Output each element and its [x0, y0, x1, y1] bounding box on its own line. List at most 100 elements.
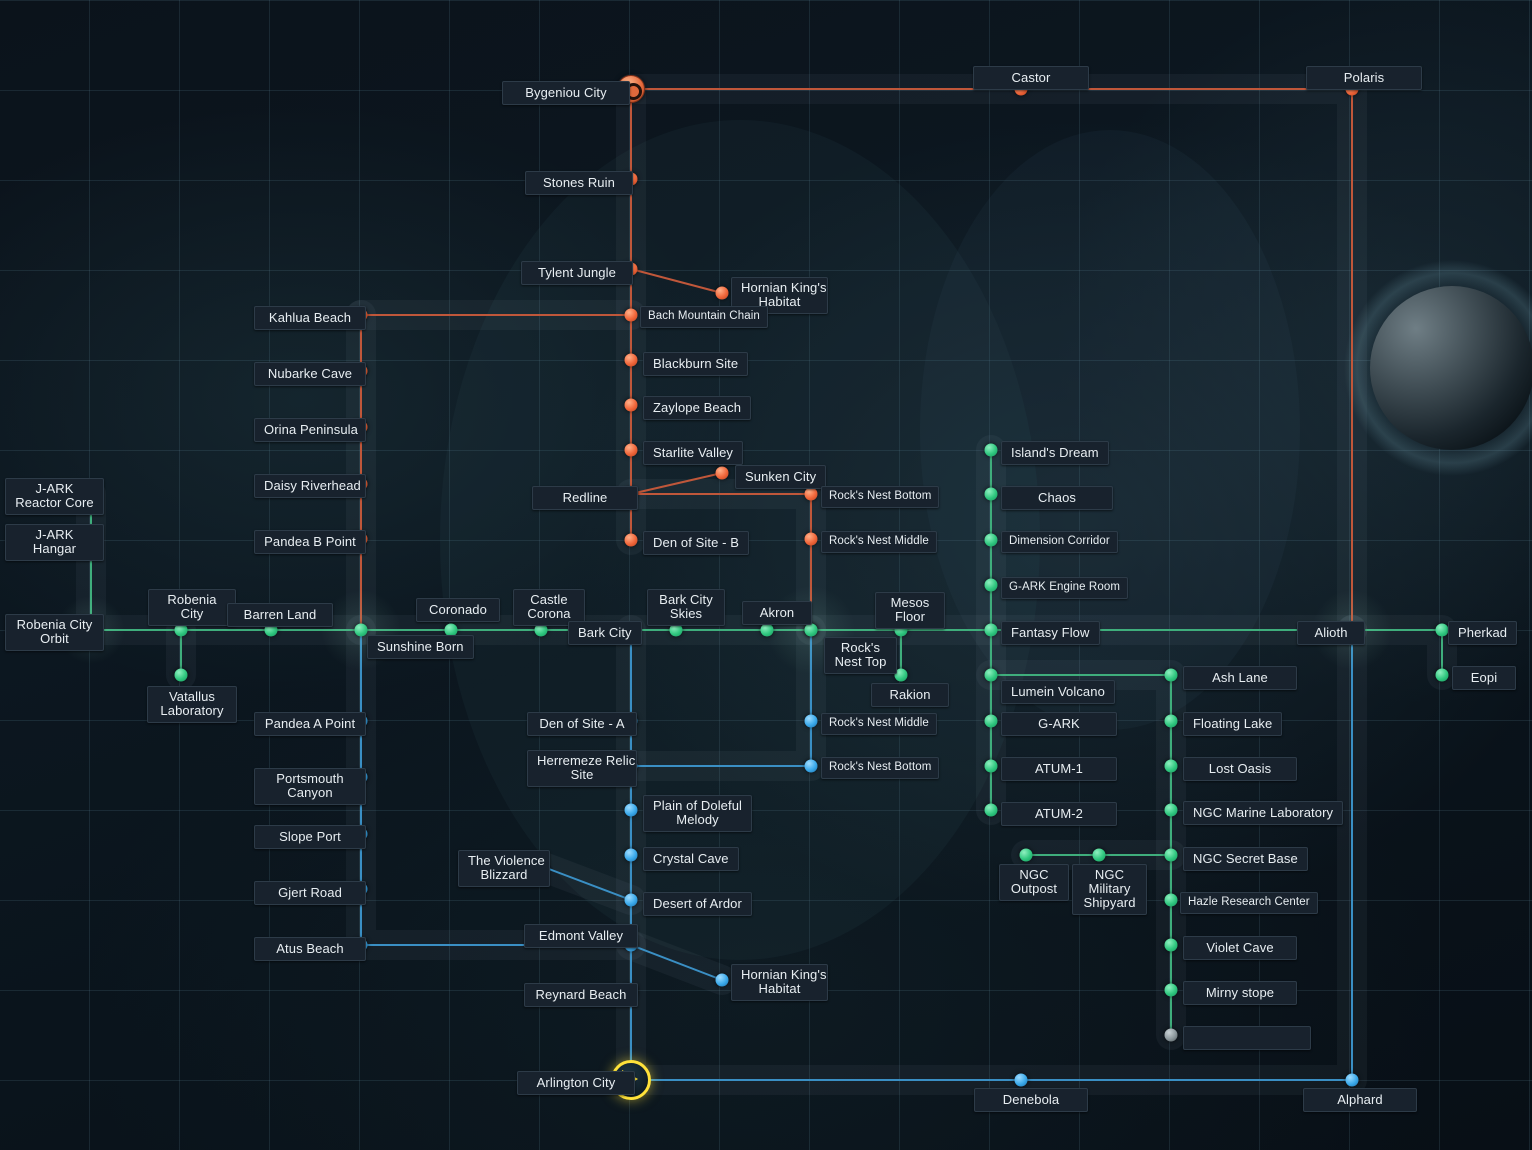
- map-node-rocks-nest-middle-orange[interactable]: [804, 532, 818, 546]
- map-node-label-fantasy-flow[interactable]: Fantasy Flow: [1001, 621, 1100, 645]
- map-node-vatallus-laboratory[interactable]: [174, 668, 188, 682]
- map-node-akron[interactable]: [760, 623, 774, 637]
- map-node-label-chaos[interactable]: Chaos: [1001, 486, 1113, 510]
- map-node-label-rocks-nest-bottom-blue[interactable]: Rock's Nest Bottom: [821, 757, 940, 779]
- map-node-bark-city-skies[interactable]: [669, 623, 683, 637]
- map-node-label-pherkad[interactable]: Pherkad: [1448, 621, 1518, 645]
- map-node-crystal-cave[interactable]: [624, 848, 638, 862]
- map-node-label-portsmouth-canyon[interactable]: Portsmouth Canyon: [254, 768, 366, 805]
- map-node-label-mesos-floor[interactable]: Mesos Floor: [875, 592, 945, 629]
- map-node-label-stones-ruin[interactable]: Stones Ruin: [525, 171, 633, 195]
- map-node-label-bark-city-skies[interactable]: Bark City Skies: [647, 589, 725, 626]
- map-node-label-castle-corona[interactable]: Castle Corona: [513, 589, 585, 626]
- map-node-label-hornian-kings-habitat-blue[interactable]: Hornian King's Habitat: [731, 964, 828, 1001]
- map-node-violet-cave[interactable]: [1164, 938, 1178, 952]
- map-node-label-alphard[interactable]: Alphard: [1303, 1088, 1417, 1112]
- map-node-rocks-nest-bottom-blue[interactable]: [804, 759, 818, 773]
- map-node-label-gjert-road[interactable]: Gjert Road: [254, 881, 366, 905]
- map-node-hornian-kings-habitat-blue[interactable]: [715, 973, 729, 987]
- map-node-locked-node[interactable]: [1164, 1028, 1178, 1042]
- map-node-ngc-marine-laboratory[interactable]: [1164, 803, 1178, 817]
- map-node-label-denebola[interactable]: Denebola: [974, 1088, 1088, 1112]
- map-node-plain-of-doleful-melody[interactable]: [624, 803, 638, 817]
- map-node-rocks-nest-middle-blue[interactable]: [804, 714, 818, 728]
- map-node-pherkad[interactable]: [1435, 623, 1449, 637]
- map-node-label-akron[interactable]: Akron: [742, 601, 812, 625]
- map-node-label-den-of-site-b[interactable]: Den of Site - B: [643, 531, 750, 555]
- map-node-label-nubarke-cave[interactable]: Nubarke Cave: [254, 362, 366, 386]
- map-node-label-reynard-beach[interactable]: Reynard Beach: [524, 983, 638, 1007]
- map-node-label-the-violence-blizzard[interactable]: The Violence Blizzard: [458, 850, 550, 887]
- map-node-islands-dream[interactable]: [984, 443, 998, 457]
- map-node-label-alioth[interactable]: Alioth: [1297, 621, 1365, 645]
- map-node-floating-lake[interactable]: [1164, 714, 1178, 728]
- map-node-bach-mountain-chain[interactable]: [624, 308, 638, 322]
- map-node-label-bark-city[interactable]: Bark City: [568, 621, 642, 645]
- map-node-label-gark[interactable]: G-ARK: [1001, 712, 1117, 736]
- map-node-label-mirny-stope[interactable]: Mirny stope: [1183, 981, 1297, 1005]
- map-node-rocks-nest-top[interactable]: [804, 623, 818, 637]
- map-node-label-coronado[interactable]: Coronado: [416, 598, 500, 622]
- map-node-label-edmont-valley[interactable]: Edmont Valley: [524, 924, 638, 948]
- map-node-label-sunshine-born[interactable]: Sunshine Born: [367, 635, 474, 659]
- map-node-robenia-city[interactable]: [174, 623, 188, 637]
- map-node-atum-2[interactable]: [984, 803, 998, 817]
- map-node-alphard[interactable]: [1345, 1073, 1359, 1087]
- map-node-sunken-city[interactable]: [715, 466, 729, 480]
- map-node-label-robenia-city[interactable]: Robenia City: [148, 589, 236, 626]
- map-node-eopi[interactable]: [1435, 668, 1449, 682]
- map-node-label-ngc-secret-base[interactable]: NGC Secret Base: [1183, 847, 1308, 871]
- map-node-den-of-site-b[interactable]: [624, 533, 638, 547]
- map-node-label-zaylope-beach[interactable]: Zaylope Beach: [643, 396, 752, 420]
- map-node-label-bygeniou-city[interactable]: Bygeniou City: [502, 81, 630, 105]
- map-node-label-rocks-nest-top[interactable]: Rock's Nest Top: [824, 637, 897, 674]
- map-node-mirny-stope[interactable]: [1164, 983, 1178, 997]
- map-node-gark[interactable]: [984, 714, 998, 728]
- map-node-label-desert-of-ardor[interactable]: Desert of Ardor: [643, 892, 752, 916]
- map-node-label-rocks-nest-middle-blue[interactable]: Rock's Nest Middle: [821, 713, 937, 735]
- map-node-hornian-kings-habitat-orange[interactable]: [715, 286, 729, 300]
- map-node-label-jark-reactor-core[interactable]: J-ARK Reactor Core: [5, 478, 104, 515]
- map-node-label-hazle-research-center[interactable]: Hazle Research Center: [1180, 892, 1318, 914]
- map-node-label-atum-1[interactable]: ATUM-1: [1001, 757, 1117, 781]
- map-node-label-gark-engine-room[interactable]: G-ARK Engine Room: [1001, 577, 1128, 599]
- map-node-sunshine-born[interactable]: [354, 623, 368, 637]
- map-node-dimension-corridor[interactable]: [984, 533, 998, 547]
- map-node-label-vatallus-laboratory[interactable]: Vatallus Laboratory: [147, 686, 237, 723]
- map-node-label-blackburn-site[interactable]: Blackburn Site: [643, 352, 749, 376]
- map-node-label-slope-port[interactable]: Slope Port: [254, 825, 366, 849]
- map-node-blackburn-site[interactable]: [624, 353, 638, 367]
- map-node-label-rocks-nest-bottom-orange[interactable]: Rock's Nest Bottom: [821, 486, 940, 508]
- map-node-label-crystal-cave[interactable]: Crystal Cave: [643, 847, 739, 871]
- map-node-label-lumein-volcano[interactable]: Lumein Volcano: [1001, 680, 1115, 704]
- map-node-denebola[interactable]: [1014, 1073, 1028, 1087]
- map-node-desert-of-ardor[interactable]: [624, 893, 638, 907]
- map-node-rocks-nest-bottom-orange[interactable]: [804, 487, 818, 501]
- map-node-label-islands-dream[interactable]: Island's Dream: [1001, 441, 1109, 465]
- map-node-label-eopi[interactable]: Eopi: [1452, 666, 1516, 690]
- map-node-label-rakion[interactable]: Rakion: [871, 683, 949, 707]
- map-node-label-polaris[interactable]: Polaris: [1306, 66, 1422, 90]
- map-node-lost-oasis[interactable]: [1164, 759, 1178, 773]
- map-node-fantasy-flow[interactable]: [984, 623, 998, 637]
- map-node-label-arlington-city[interactable]: Arlington City: [517, 1071, 635, 1095]
- map-node-label-ngc-military-shipyard[interactable]: NGC Military Shipyard: [1072, 864, 1147, 915]
- map-node-hazle-research-center[interactable]: [1164, 893, 1178, 907]
- map-node-label-plain-of-doleful-melody[interactable]: Plain of Doleful Melody: [643, 795, 753, 832]
- map-node-zaylope-beach[interactable]: [624, 398, 638, 412]
- map-node-lumein-volcano[interactable]: [984, 668, 998, 682]
- map-node-starlite-valley[interactable]: [624, 443, 638, 457]
- map-node-ngc-outpost[interactable]: [1019, 848, 1033, 862]
- map-node-label-lost-oasis[interactable]: Lost Oasis: [1183, 757, 1297, 781]
- map-node-label-castor[interactable]: Castor: [973, 66, 1089, 90]
- map-node-label-pandea-b-point[interactable]: Pandea B Point: [254, 530, 366, 554]
- map-node-label-robenia-city-orbit[interactable]: Robenia City Orbit: [5, 614, 104, 651]
- map-node-label-atus-beach[interactable]: Atus Beach: [254, 937, 366, 961]
- map-node-label-daisy-riverhead[interactable]: Daisy Riverhead: [254, 474, 366, 498]
- map-node-ash-lane[interactable]: [1164, 668, 1178, 682]
- map-node-label-barren-land[interactable]: Barren Land: [227, 603, 333, 627]
- map-node-atum-1[interactable]: [984, 759, 998, 773]
- map-node-coronado[interactable]: [444, 623, 458, 637]
- map-node-label-rocks-nest-middle-orange[interactable]: Rock's Nest Middle: [821, 531, 937, 553]
